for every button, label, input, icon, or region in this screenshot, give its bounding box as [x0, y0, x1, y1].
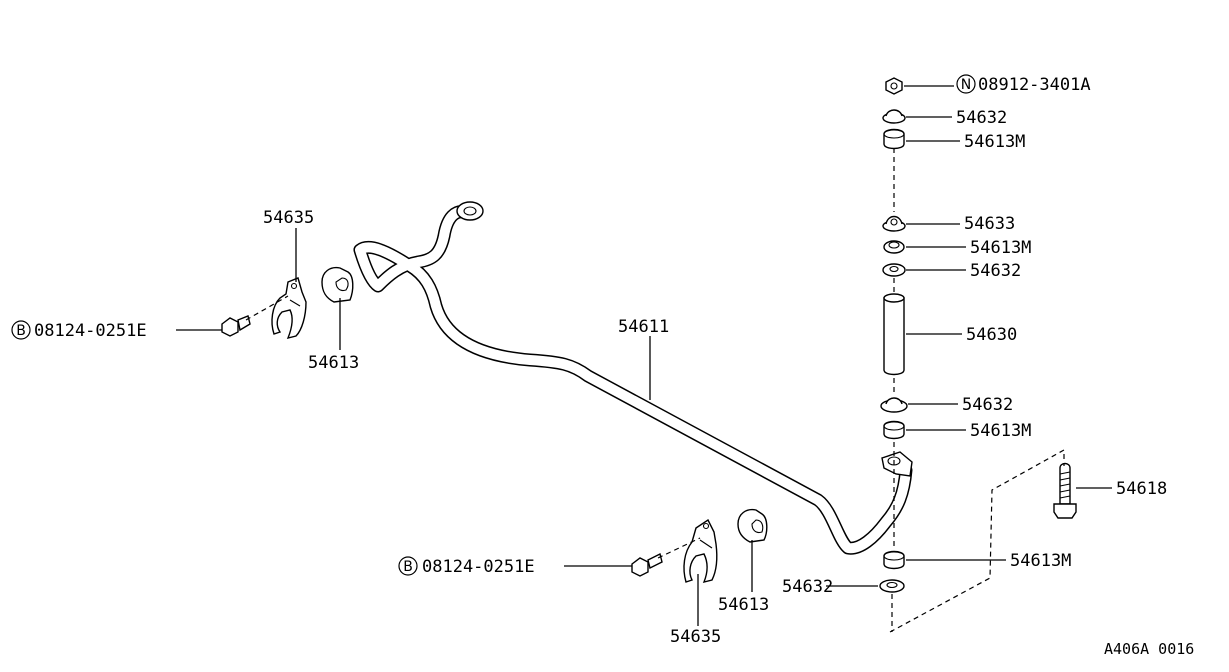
label-washer-top: 54632: [956, 108, 1007, 128]
label-washer-bottom: 54632: [782, 577, 833, 597]
lower-bolt-prefix-text: B: [403, 559, 413, 575]
lower-bolt-prefix-marker: B: [398, 556, 418, 576]
label-bracket-upper: 54635: [263, 208, 314, 228]
washer-bottom-54632: [879, 579, 905, 593]
label-spacer: 54630: [966, 325, 1017, 345]
washer-mid3-54632: [880, 397, 908, 413]
nut-prefix-text: N: [961, 77, 971, 93]
left-bolt-08124: [221, 315, 251, 337]
label-washer-mid1: 54633: [964, 214, 1015, 234]
lower-bolt-08124: [631, 552, 663, 577]
bushing-mid1-54613M: [883, 240, 905, 254]
spacer-54630: [883, 293, 905, 376]
label-bushing-bottom: 54613M: [1010, 551, 1071, 571]
label-bracket-lower: 54635: [670, 627, 721, 647]
nut-08912: [885, 77, 903, 95]
lower-bracket-54635: [683, 518, 718, 584]
label-bushing-mid1: 54613M: [970, 238, 1031, 258]
figure-code: A406A 0016: [1104, 640, 1194, 658]
bushing-mid2-54613M: [883, 420, 905, 440]
label-nut: 08912-3401A: [978, 75, 1091, 95]
lower-bushing-54613: [737, 508, 768, 543]
long-bolt-54618: [1053, 462, 1077, 519]
label-bolt-left: 08124-0251E: [34, 321, 147, 341]
label-bushing-mid2: 54613M: [970, 421, 1031, 441]
label-washer-mid3: 54632: [962, 395, 1013, 415]
label-washer-mid2: 54632: [970, 261, 1021, 281]
leader-lines: [176, 85, 1112, 626]
bushing-bottom-54613M: [883, 550, 905, 570]
washer-mid2-54632: [882, 263, 906, 277]
stabilizer-bar: [353, 201, 913, 555]
label-long-bolt: 54618: [1116, 479, 1167, 499]
part-labels: 08912-3401A 54632 54613M 54633 54613M 54…: [34, 75, 1194, 658]
nut-prefix-marker: N: [956, 74, 976, 94]
washer-top-54632: [882, 109, 906, 124]
left-bolt-prefix-marker: B: [11, 320, 31, 340]
washer-mid1-54633: [882, 215, 906, 232]
dashed-assembly-lines: [245, 148, 1065, 633]
label-bushing-left: 54613: [308, 353, 359, 373]
label-bushing-lower: 54613: [718, 595, 769, 615]
label-bushing-top: 54613M: [964, 132, 1025, 152]
label-bolt-lower: 08124-0251E: [422, 557, 535, 577]
left-bracket-54635: [271, 277, 307, 340]
bushing-top-54613M: [883, 128, 905, 150]
left-bolt-prefix-text: B: [16, 323, 26, 339]
label-stabilizer-bar: 54611: [618, 317, 669, 337]
left-bushing-54613: [321, 266, 354, 303]
